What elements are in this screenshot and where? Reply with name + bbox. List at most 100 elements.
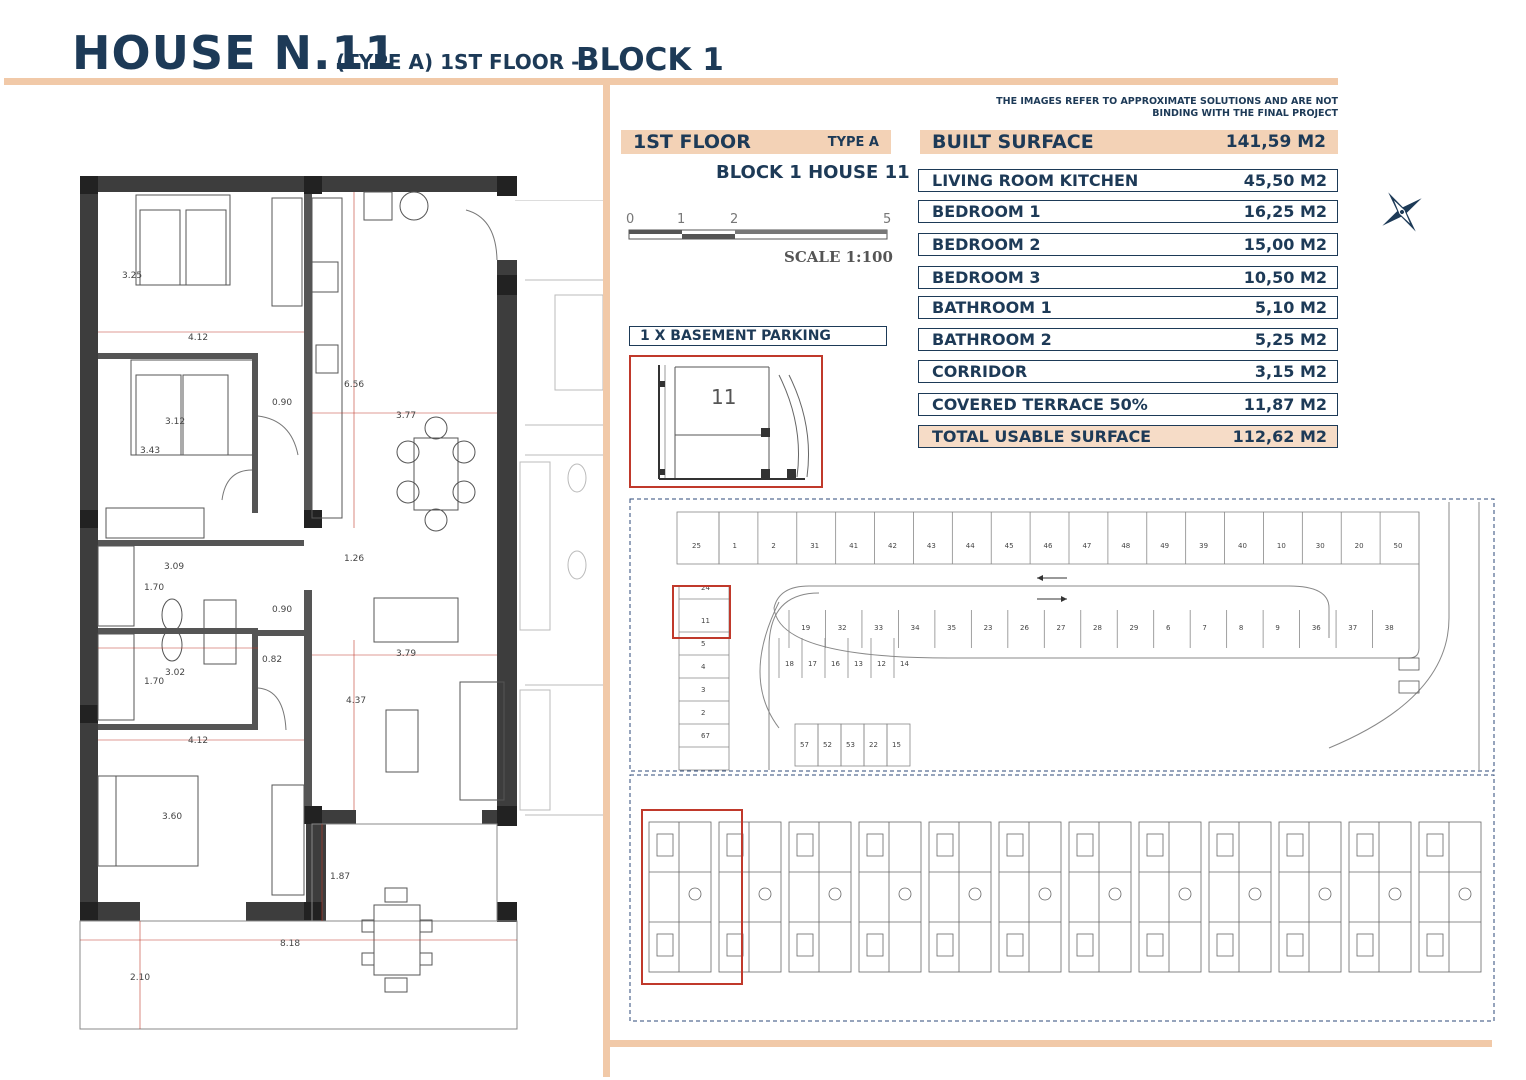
room-name: COVERED TERRACE 50% bbox=[932, 395, 1148, 414]
page-subtitle-block: BLOCK 1 bbox=[576, 42, 724, 78]
parking-spot-label: 45 bbox=[1005, 542, 1014, 550]
interior-walls bbox=[98, 192, 312, 810]
parking-spot-label: 11 bbox=[701, 617, 710, 625]
dim-label: 4.12 bbox=[188, 736, 208, 746]
room-row: BATHROOM 2 5,25 M2 bbox=[918, 328, 1338, 351]
room-area: 11,87 M2 bbox=[1243, 395, 1327, 414]
room-area: 15,00 M2 bbox=[1243, 235, 1327, 254]
parking-spot-label: 15 bbox=[892, 741, 901, 749]
house-11-highlight bbox=[641, 809, 743, 985]
neighbouring-unit bbox=[515, 200, 603, 816]
parking-top-row bbox=[676, 511, 1420, 565]
parking-spot-label: 44 bbox=[966, 542, 975, 550]
disclaimer-line: THE IMAGES REFER TO APPROXIMATE SOLUTION… bbox=[996, 96, 1338, 107]
total-surface-value: 112,62 M2 bbox=[1232, 427, 1327, 446]
footer-divider bbox=[610, 1040, 1492, 1047]
parking-spot-label: 42 bbox=[888, 542, 897, 550]
parking-spot-label: 32 bbox=[838, 624, 847, 632]
scale-tick: 2 bbox=[730, 212, 739, 227]
type-label: TYPE A bbox=[827, 134, 879, 150]
scale-tick: 5 bbox=[883, 212, 892, 227]
page-subtitle-type: (TYPE A) 1ST FLOOR - bbox=[336, 50, 580, 74]
parking-spot-label: 6 bbox=[1166, 624, 1171, 632]
parking-spot-label: 2 bbox=[771, 542, 775, 550]
parking-spot-label: 29 bbox=[1129, 624, 1138, 632]
dim-label: 1.87 bbox=[330, 872, 350, 882]
dim-label: 4.37 bbox=[346, 696, 366, 706]
room-row: CORRIDOR 3,15 M2 bbox=[918, 360, 1338, 383]
parking-spot-label: 25 bbox=[692, 542, 701, 550]
parking-spot-label: 41 bbox=[849, 542, 858, 550]
parking-spot-label: 10 bbox=[1277, 542, 1286, 550]
parking-spot-label: 67 bbox=[701, 732, 710, 740]
room-row: BEDROOM 1 16,25 M2 bbox=[918, 200, 1338, 223]
dim-label: 3.02 bbox=[165, 668, 185, 678]
parking-spot-label: 9 bbox=[1275, 624, 1279, 632]
dim-label: 1.70 bbox=[144, 677, 164, 687]
dim-label: 4.12 bbox=[188, 333, 208, 343]
room-area: 10,50 M2 bbox=[1243, 268, 1327, 287]
parking-spot-label: 26 bbox=[1020, 624, 1029, 632]
dim-label: 2.10 bbox=[130, 973, 150, 983]
parking-spot-label: 23 bbox=[984, 624, 993, 632]
parking-spot-label: 4 bbox=[701, 663, 706, 671]
floor-plan: 3.25 4.12 0.90 3.12 3.43 6.56 3.77 1.26 … bbox=[79, 176, 518, 1030]
beds bbox=[97, 194, 254, 867]
parking-spot-label: 16 bbox=[831, 660, 840, 668]
dim-label: 1.26 bbox=[344, 554, 364, 564]
parking-spot-label: 33 bbox=[874, 624, 883, 632]
parking-number: 11 bbox=[711, 385, 736, 409]
room-row: LIVING ROOM KITCHEN 45,50 M2 bbox=[918, 169, 1338, 192]
block-site-plan bbox=[629, 774, 1495, 1022]
parking-spot-label: 20 bbox=[1355, 542, 1364, 550]
bathroom-fixtures bbox=[97, 545, 237, 721]
parking-label: 1 X BASEMENT PARKING bbox=[629, 326, 887, 346]
parking-11-highlight bbox=[672, 585, 731, 639]
parking-spot-label: 19 bbox=[801, 624, 810, 632]
parking-spot-label: 36 bbox=[1312, 624, 1321, 632]
disclaimer: THE IMAGES REFER TO APPROXIMATE SOLUTION… bbox=[978, 96, 1338, 120]
vertical-divider bbox=[603, 85, 610, 1077]
dim-label: 8.18 bbox=[280, 939, 300, 949]
room-name: BATHROOM 2 bbox=[932, 330, 1052, 349]
room-area: 5,10 M2 bbox=[1254, 298, 1327, 317]
floor-header-bar: 1ST FLOOR TYPE A bbox=[621, 130, 891, 154]
parking-spot-label: 46 bbox=[1044, 542, 1053, 550]
parking-spot-label: 27 bbox=[1057, 624, 1066, 632]
parking-spot-label: 3 bbox=[701, 686, 705, 694]
parking-spot-label: 50 bbox=[1394, 542, 1403, 550]
parking-spot-label: 39 bbox=[1199, 542, 1208, 550]
parking-spot-label: 34 bbox=[911, 624, 920, 632]
room-name: BEDROOM 1 bbox=[932, 202, 1041, 221]
parking-spot-label: 38 bbox=[1385, 624, 1394, 632]
parking-spot-label: 7 bbox=[1202, 624, 1206, 632]
room-area: 45,50 M2 bbox=[1243, 171, 1327, 190]
parking-spot-label: 40 bbox=[1238, 542, 1247, 550]
dim-label: 3.43 bbox=[140, 446, 160, 456]
parking-spot-label: 24 bbox=[701, 584, 710, 592]
parking-spot-label: 35 bbox=[947, 624, 956, 632]
total-surface-row: TOTAL USABLE SURFACE 112,62 M2 bbox=[918, 425, 1338, 448]
parking-spot-label: 14 bbox=[900, 660, 909, 668]
parking-spot-label: 53 bbox=[846, 741, 855, 749]
dim-label: 3.12 bbox=[165, 417, 185, 427]
room-area: 16,25 M2 bbox=[1243, 202, 1327, 221]
room-row: BEDROOM 2 15,00 M2 bbox=[918, 233, 1338, 256]
room-name: BEDROOM 3 bbox=[932, 268, 1041, 287]
dim-label: 3.25 bbox=[122, 271, 142, 281]
dim-label: 6.56 bbox=[344, 380, 364, 390]
parking-spot-label: 12 bbox=[877, 660, 886, 668]
parking-spot-label: 49 bbox=[1160, 542, 1169, 550]
parking-spot-label: 28 bbox=[1093, 624, 1102, 632]
built-surface-bar: BUILT SURFACE 141,59 M2 bbox=[920, 130, 1338, 154]
dim-label: 3.79 bbox=[396, 649, 416, 659]
exterior-walls bbox=[80, 176, 517, 921]
floor-label: 1ST FLOOR bbox=[633, 131, 751, 153]
parking-spot-label: 13 bbox=[854, 660, 863, 668]
built-surface-label: BUILT SURFACE bbox=[932, 131, 1094, 153]
parking-spot-label: 57 bbox=[800, 741, 809, 749]
room-row: COVERED TERRACE 50% 11,87 M2 bbox=[918, 393, 1338, 416]
dim-label: 3.09 bbox=[164, 562, 184, 572]
compass-icon bbox=[1382, 192, 1422, 232]
parking-spot-label: 17 bbox=[808, 660, 817, 668]
